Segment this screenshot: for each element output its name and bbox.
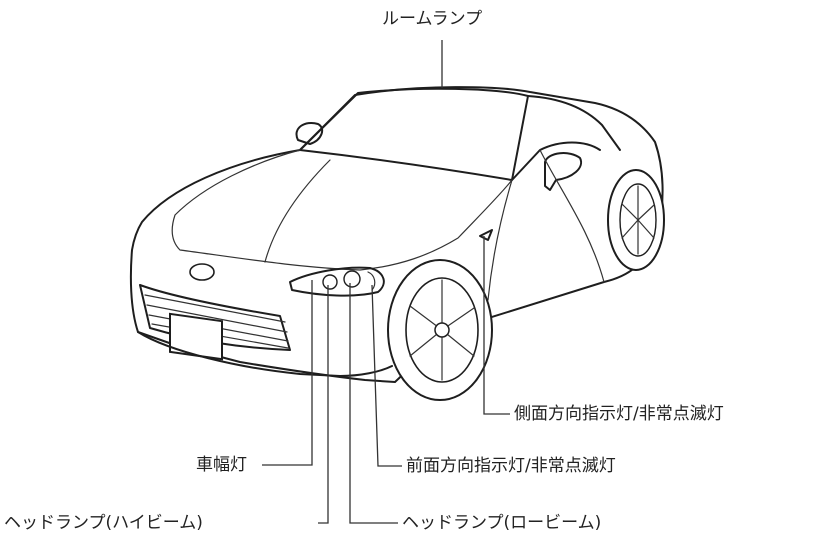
front-rim: [405, 277, 479, 383]
label-side-turn-signal: 側面方向指示灯/非常点滅灯: [514, 404, 724, 424]
side-turn-leader: [483, 236, 510, 415]
rear-tire: [607, 169, 665, 271]
headlamp-high-unit: [322, 274, 338, 290]
front-emblem: [189, 263, 215, 281]
clearance-leader: [262, 280, 313, 466]
headlamp-low-unit: [343, 270, 361, 288]
left-mirror: [295, 122, 324, 145]
front-hub: [434, 322, 450, 338]
label-front-turn-signal: 前面方向指示灯/非常点滅灯: [406, 456, 616, 476]
headlamp-housing: [289, 266, 385, 297]
leader-lines: [262, 40, 510, 524]
rear-spokes: [621, 185, 655, 255]
low-beam-leader: [349, 283, 398, 524]
label-room-lamp: ルームランプ: [382, 9, 483, 29]
front-turn-lamp-unit: [367, 271, 376, 291]
right-mirror: [544, 152, 583, 191]
high-beam-leader: [318, 285, 329, 524]
rear-rim: [619, 183, 657, 257]
side-marker-lamp: [479, 229, 493, 241]
door-line: [487, 149, 605, 301]
label-clearance-lamp: 車幅灯: [196, 455, 247, 475]
front-bumper: [137, 331, 393, 377]
hood-crease: [264, 159, 331, 263]
hood: [171, 149, 513, 271]
windshield: [299, 87, 529, 181]
license-plate: [169, 312, 223, 361]
car-illustration: [129, 86, 665, 401]
label-headlamp-high: ヘッドランプ(ハイビーム): [4, 513, 203, 533]
front-turn-leader: [371, 284, 402, 467]
label-headlamp-low: ヘッドランプ(ロービーム): [402, 513, 602, 533]
soft-top: [511, 95, 621, 181]
